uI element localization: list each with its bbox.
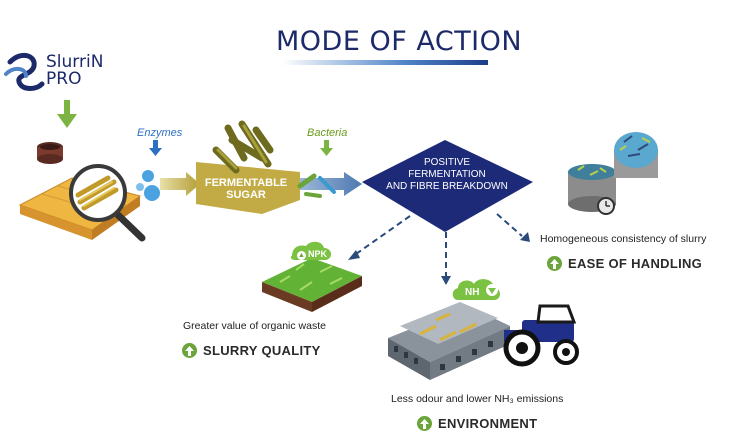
enzymes-arrow-icon: [149, 140, 162, 156]
npk-badge: ▲NPK: [297, 249, 327, 260]
fermentable-sugar-icon: [196, 120, 300, 214]
center-line-3: AND FIBRE BREAKDOWN: [386, 181, 508, 192]
bacteria-label: Bacteria: [307, 127, 348, 139]
center-process-label: POSITIVE FERMENTATION AND FIBRE BREAKDOW…: [378, 157, 516, 193]
handling-benefit: EASE OF HANDLING: [547, 256, 702, 271]
nh3-cloud-icon: [452, 279, 500, 300]
slurry-tub-icon: [37, 142, 63, 164]
logo-line-1: SlurriN: [46, 52, 104, 72]
environment-caption: Less odour and lower NH₃ emissions: [391, 393, 564, 405]
handling-caption: Homogeneous consistency of slurry: [540, 233, 707, 245]
dashed-arrowhead-right: [520, 232, 530, 242]
barn-icon: [388, 302, 510, 380]
quality-benefit-label: SLURRY QUALITY: [203, 343, 321, 358]
flow-arrow-2: [300, 172, 362, 196]
logo-line-2: PRO: [46, 69, 82, 89]
slurrin-logo-icon: [4, 52, 45, 91]
bacteria-icon: [297, 173, 336, 198]
logo-text: SlurriN PRO: [46, 54, 103, 88]
dashed-arrowhead-left: [348, 250, 360, 260]
flow-arrow-1: [160, 172, 200, 196]
page-title: MODE OF ACTION: [276, 26, 523, 57]
up-arrow-icon: [547, 256, 562, 271]
npk-label: NPK: [308, 249, 328, 259]
fermentation-diamond: [362, 140, 533, 232]
fermentable-line-2: SUGAR: [226, 189, 266, 201]
fermentable-line-1: FERMENTABLE: [204, 177, 288, 189]
nh-badge: NH: [465, 287, 480, 298]
quality-caption: Greater value of organic waste: [183, 320, 326, 332]
up-arrow-icon: [417, 416, 432, 431]
environment-benefit-label: ENVIRONMENT: [438, 416, 538, 431]
bacteria-arrow-icon: [320, 140, 333, 156]
quality-benefit: SLURRY QUALITY: [182, 343, 321, 358]
down-arrow-icon: [57, 100, 77, 128]
environment-benefit: ENVIRONMENT: [417, 416, 537, 431]
npk-field-icon: [262, 241, 362, 312]
center-line-1: POSITIVE: [423, 157, 471, 168]
center-line-2: FERMENTATION: [408, 169, 486, 180]
magnifier-icon: [69, 164, 146, 242]
enzymes-label: Enzymes: [137, 127, 183, 139]
fermentable-sugar-label: FERMENTABLE SUGAR: [198, 177, 294, 201]
dashed-arrows: [355, 213, 523, 276]
enzyme-drops-icon: [136, 170, 160, 201]
dashed-arrowhead-down: [441, 276, 451, 285]
npk-up-icon: ▲: [297, 251, 306, 260]
up-arrow-icon: [182, 343, 197, 358]
title-underline: [282, 60, 488, 65]
tractor-icon: [503, 304, 579, 367]
handling-benefit-label: EASE OF HANDLING: [568, 256, 703, 271]
slurry-tanks-icon: [568, 132, 658, 215]
